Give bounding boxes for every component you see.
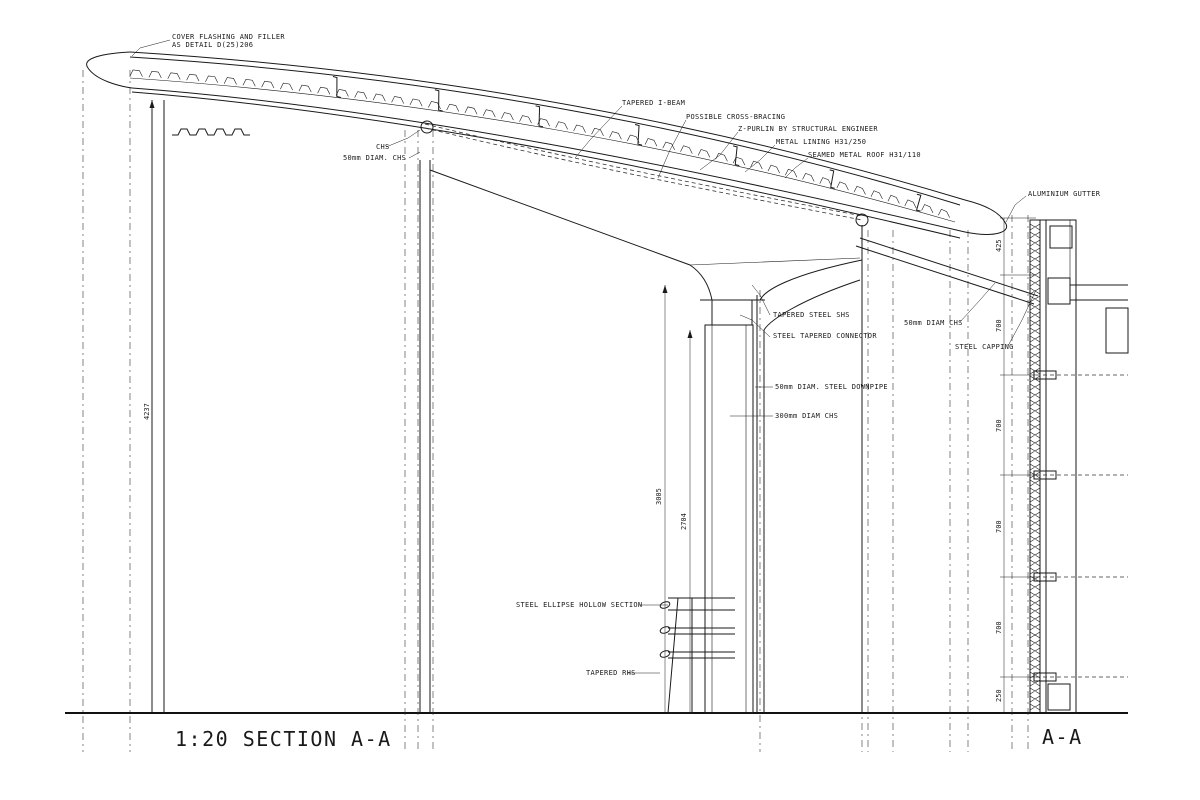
strut-50-chs bbox=[855, 225, 1039, 713]
dim-700b: 700 bbox=[995, 419, 1003, 432]
dim-250: 250 bbox=[995, 689, 1003, 702]
label-metal-lining: METAL LINING H31/250 bbox=[776, 138, 866, 146]
downpipe bbox=[756, 279, 861, 713]
label-cover-flashing-1: COVER FLASHING AND FILLER bbox=[172, 33, 285, 41]
dim-overall-height: 4237 bbox=[143, 403, 151, 420]
tapered-connector bbox=[700, 299, 765, 326]
wall-insulation-hatch bbox=[1029, 223, 1041, 711]
central-column-300-chs bbox=[704, 324, 754, 714]
section-mark: A-A bbox=[1042, 725, 1083, 749]
label-steel-capping: STEEL CAPPING bbox=[955, 343, 1014, 351]
z-purlins bbox=[332, 75, 922, 212]
left-column bbox=[151, 100, 165, 713]
drawing-title: 1:20 SECTION A-A bbox=[175, 727, 392, 751]
dim-425: 425 bbox=[995, 239, 1003, 252]
label-seamed-roof: SEAMED METAL ROOF H31/110 bbox=[808, 151, 921, 159]
dim-700d: 700 bbox=[995, 621, 1003, 634]
tapered-shs bbox=[419, 160, 863, 713]
label-downpipe: 50mm DIAM. STEEL DOWNPIPE bbox=[775, 383, 888, 391]
label-tapered-shs: TAPERED STEEL SHS bbox=[773, 311, 850, 319]
dimension-lines bbox=[149, 100, 1128, 714]
label-chs-300: 300mm DIAM CHS bbox=[775, 412, 838, 420]
dimension-texts: 4237 3005 2704 425 700 700 700 700 250 bbox=[143, 239, 1003, 702]
dim-3005: 3005 bbox=[655, 488, 663, 505]
label-chs-50: 50mm DIAM. CHS bbox=[343, 154, 406, 162]
label-z-purlin: Z-PURLIN BY STRUCTURAL ENGINEER bbox=[738, 125, 878, 133]
roof-corrugation bbox=[129, 69, 950, 218]
grid-lines bbox=[82, 70, 1029, 752]
dim-2704: 2704 bbox=[680, 513, 688, 530]
dim-700c: 700 bbox=[995, 520, 1003, 533]
label-tapered-ibeam: TAPERED I-BEAM bbox=[622, 99, 685, 107]
tapered-rhs bbox=[659, 597, 735, 714]
roof-assembly bbox=[86, 51, 1008, 239]
label-aluminium-gutter: ALUMINIUM GUTTER bbox=[1028, 190, 1101, 198]
label-tapered-connector: STEEL TAPERED CONNECTOR bbox=[773, 332, 877, 340]
leader-lines bbox=[131, 39, 1037, 674]
label-cross-bracing: POSSIBLE CROSS-BRACING bbox=[686, 113, 785, 121]
label-ellipse: STEEL ELLIPSE HOLLOW SECTION bbox=[516, 601, 642, 609]
dim-700a: 700 bbox=[995, 319, 1003, 332]
label-tapered-rhs: TAPERED RHS bbox=[586, 669, 636, 677]
label-chs: CHS bbox=[376, 143, 390, 151]
label-cover-flashing-2: AS DETAIL D(25)206 bbox=[172, 41, 253, 49]
annotation-labels: COVER FLASHING AND FILLER AS DETAIL D(25… bbox=[172, 33, 1101, 677]
wall-section bbox=[1029, 219, 1129, 714]
label-chs-50-right: 50mm DIAM CHS bbox=[904, 319, 963, 327]
